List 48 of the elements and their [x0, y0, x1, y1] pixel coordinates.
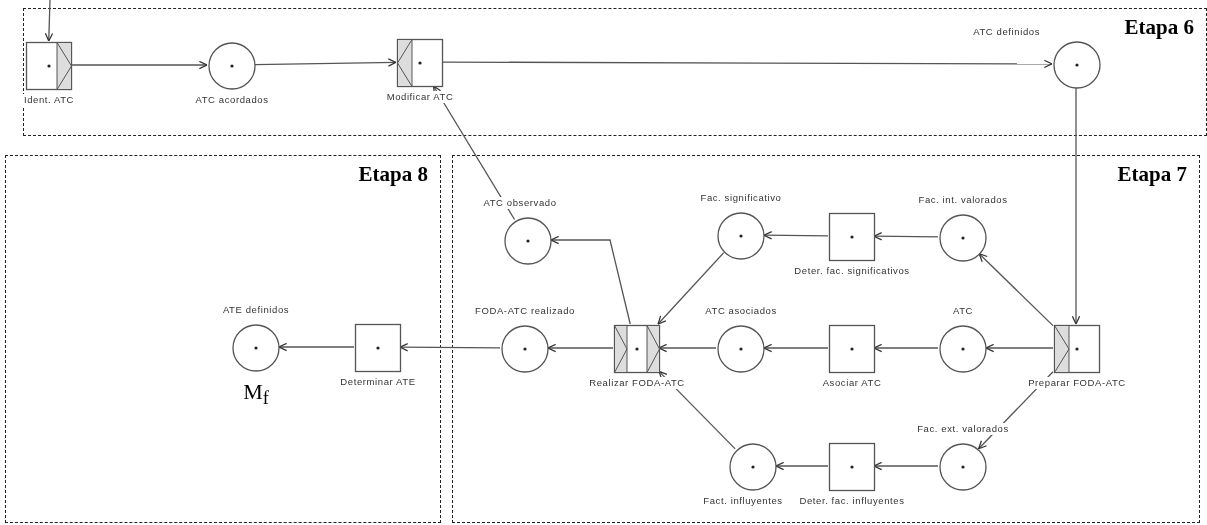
transition-label: Realizar FODA-ATC [588, 377, 686, 389]
stage-title: Etapa 7 [1117, 162, 1187, 187]
arrow [985, 343, 1054, 353]
stage-frame [5, 155, 441, 523]
stage-title: Etapa 6 [1124, 15, 1194, 40]
arrow [547, 343, 614, 353]
arrow [763, 231, 829, 240]
arrow [399, 343, 501, 352]
place-label: ATC definidos [972, 26, 1041, 38]
arrow [254, 58, 397, 67]
arrow [873, 461, 939, 471]
transition-label: Ident. ATC [22, 94, 76, 106]
place-label: ATC [951, 305, 975, 317]
arrow [978, 253, 1054, 327]
marking-label: M$_{f}$ [243, 380, 269, 411]
transition-label: Modificar ATC [385, 91, 455, 103]
place-label: ATC observado [482, 197, 558, 209]
arrow [978, 371, 1054, 450]
arrow [658, 370, 736, 450]
stage-frame [452, 155, 1200, 523]
arrow [657, 252, 725, 325]
arrow [873, 343, 939, 353]
arrow [658, 343, 717, 353]
arrow [775, 461, 829, 471]
arrow [278, 342, 355, 352]
transition-label: Deter. fac. significativos [793, 265, 911, 277]
place-label: ATC acordados [194, 94, 270, 106]
place-label: Fac. int. valorados [917, 194, 1009, 206]
place-label: ATE definidos [221, 304, 291, 316]
arrow [70, 60, 208, 70]
transition-label: Determinar ATE [339, 376, 417, 388]
place-label: ATC asociados [704, 305, 778, 317]
place-label: Fac. significativo [699, 192, 783, 204]
arrow [763, 343, 829, 353]
place-label: Fact. influyentes [702, 495, 784, 507]
arrow [432, 85, 516, 221]
transition-label: Preparar FODA-ATC [1027, 377, 1127, 389]
transition-label: Asociar ATC [821, 377, 883, 389]
transition-label: Deter. fac. influyentes [798, 495, 906, 507]
place-label: Fac. ext. valorados [916, 423, 1010, 435]
arrow [550, 235, 631, 325]
stage-frame [23, 8, 1207, 136]
stage-title: Etapa 8 [358, 162, 428, 187]
arrow [873, 232, 939, 241]
arrow [1071, 87, 1081, 325]
arrow [441, 59, 1053, 69]
arrow [44, 0, 54, 42]
place-label: FODA-ATC realizado [474, 305, 576, 317]
